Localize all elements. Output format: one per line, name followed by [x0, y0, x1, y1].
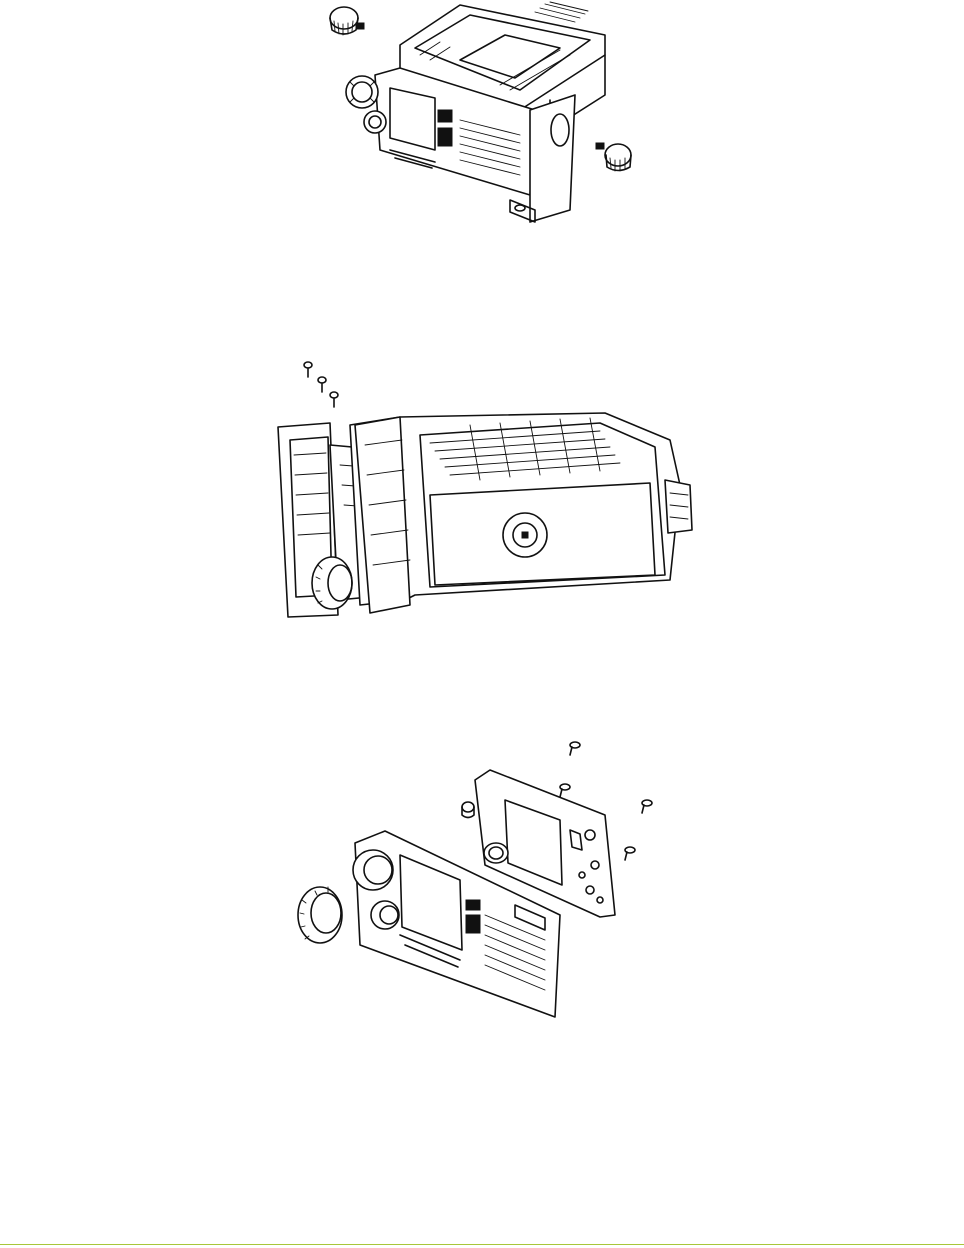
screw-top: [570, 742, 580, 755]
detached-knob-left: [330, 7, 364, 35]
figure-radio-side-screws: [270, 355, 700, 630]
footer-rule: [0, 1244, 964, 1245]
detached-knob-right: [596, 143, 631, 171]
screw-1: [304, 362, 312, 377]
radio-side-illustration: [270, 355, 700, 630]
screw-3: [330, 392, 338, 407]
side-view-knob: [312, 557, 352, 609]
screw-upper-left: [560, 784, 570, 797]
front-small-knob: [364, 111, 386, 133]
front-volume-knob: [346, 76, 378, 108]
radio-knobs-illustration: [320, 0, 650, 230]
radio-main-body: [350, 413, 692, 613]
front-panel-exploded-illustration: [290, 735, 670, 1025]
figure-radio-knobs: [320, 0, 650, 230]
screw-lower-right: [625, 847, 635, 860]
figure-front-panel-exploded: [290, 735, 670, 1025]
screw-upper-right: [642, 800, 652, 813]
screw-2: [318, 377, 326, 392]
detached-volume-knob: [298, 887, 342, 943]
